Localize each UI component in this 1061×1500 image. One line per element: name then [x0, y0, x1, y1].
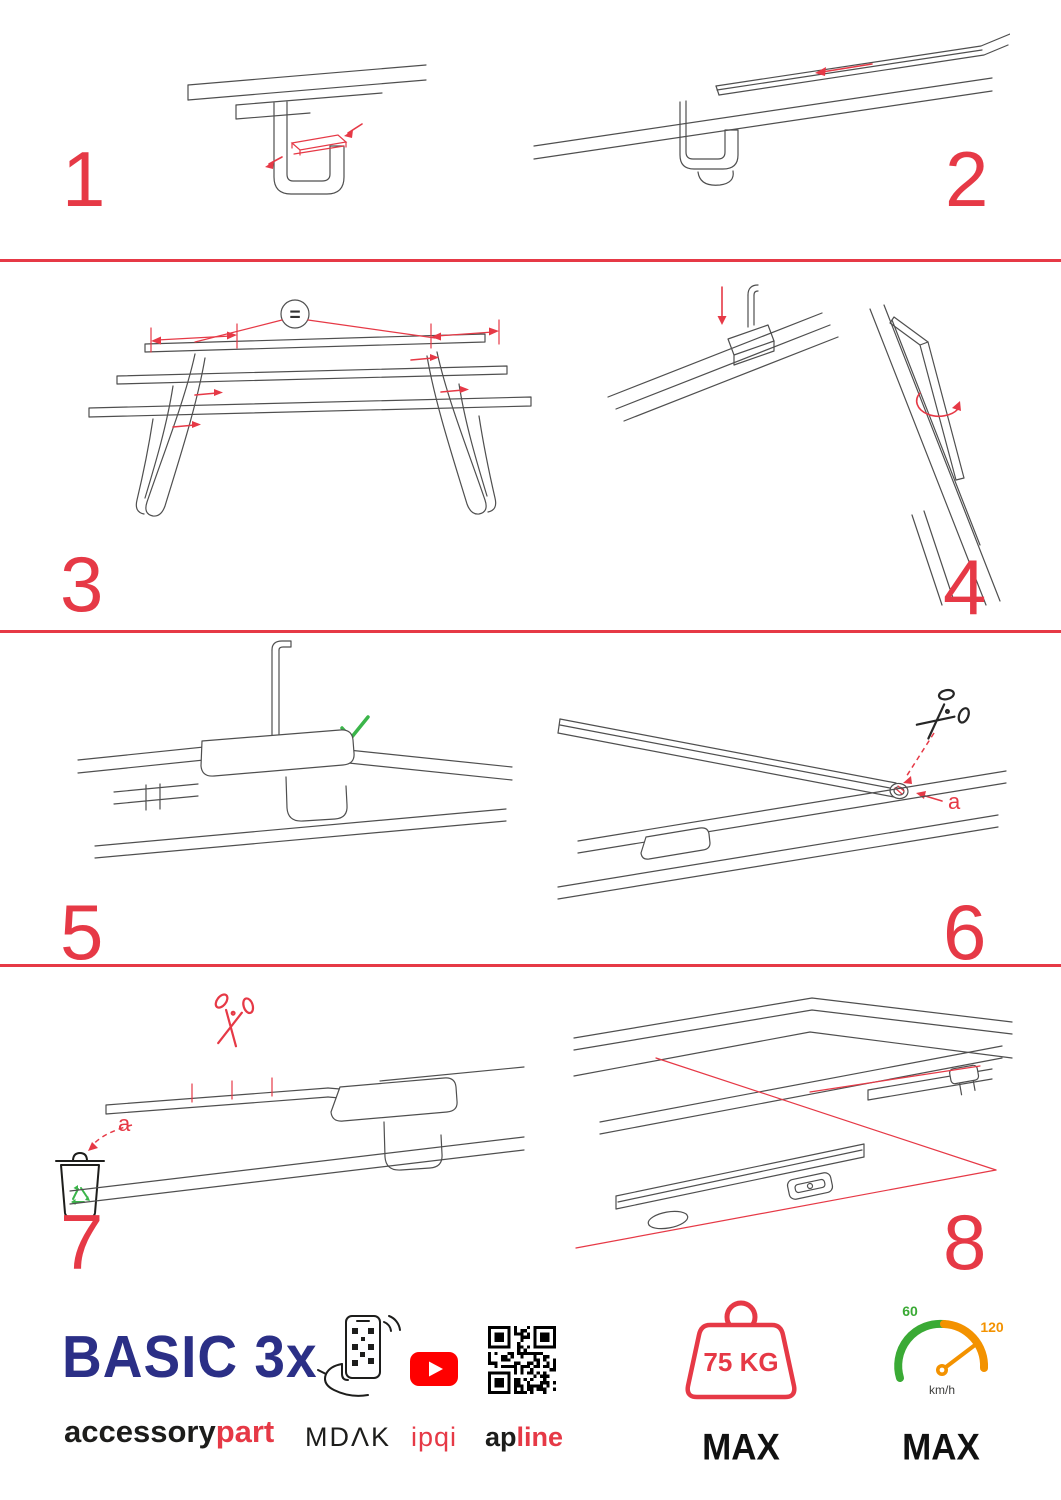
youtube-icon: [410, 1352, 458, 1386]
max-weight-label: MAX: [702, 1427, 780, 1468]
brand-name-red: part: [215, 1414, 275, 1449]
cut-piece-label: a: [118, 1111, 131, 1136]
step-5-illustration: [77, 640, 513, 859]
scissors-icon: [915, 688, 970, 740]
max-speed-label: MAX: [902, 1427, 980, 1468]
brand-name-black: accessory: [64, 1414, 216, 1449]
step-6-number: 6: [943, 888, 987, 976]
section-divider: [0, 630, 1061, 633]
step-8-illustration: [573, 997, 1013, 1249]
equal-sign: =: [289, 305, 300, 326]
t-bolt: [786, 1172, 834, 1200]
trash-icon: [55, 1152, 105, 1218]
logo-apline: apline: [478, 1422, 570, 1453]
speed-tick-60: 60: [902, 1303, 918, 1319]
step-1-number: 1: [62, 135, 106, 223]
step-8-number: 8: [943, 1198, 987, 1286]
weight-icon: 75 KG: [685, 1300, 797, 1400]
speed-unit: km/h: [929, 1383, 955, 1397]
logo-mdak: MDΛK: [304, 1422, 392, 1452]
qr-code: [488, 1326, 556, 1394]
step-7-illustration: a: [55, 993, 525, 1218]
logo-apline-black: ap: [484, 1422, 517, 1452]
speedometer-icon: 60 120 km/h: [894, 1303, 1004, 1397]
step-1-illustration: [187, 64, 427, 195]
allen-key: [919, 341, 965, 481]
max-weight-value: 75 KG: [703, 1347, 778, 1377]
step-2-number: 2: [945, 135, 989, 223]
step-4-number: 4: [943, 543, 987, 631]
step-5-number: 5: [60, 888, 104, 976]
step-7-number: 7: [60, 1198, 104, 1286]
section-divider: [0, 259, 1061, 262]
pad-insert: [290, 134, 348, 156]
step-3-number: 3: [60, 540, 104, 628]
phone-scan-icon: [317, 1315, 401, 1397]
scissors-icon: [214, 993, 255, 1048]
step-6-illustration: a: [557, 688, 1007, 900]
equal-circle: [280, 299, 310, 329]
step-4-illustration: [607, 284, 1001, 606]
brand-name: accessorypart: [64, 1414, 274, 1450]
logo-apline-red: line: [516, 1422, 564, 1452]
speed-tick-120: 120: [980, 1319, 1004, 1335]
cut-point-label: a: [948, 789, 961, 814]
step-2-illustration: [533, 33, 1010, 186]
section-divider: [0, 964, 1061, 967]
step-3-illustration: =: [88, 299, 532, 517]
product-name: BASIC 3x: [62, 1323, 318, 1391]
rear-clamp: [949, 1064, 980, 1096]
logo-ipqi: ipqi: [410, 1422, 458, 1452]
